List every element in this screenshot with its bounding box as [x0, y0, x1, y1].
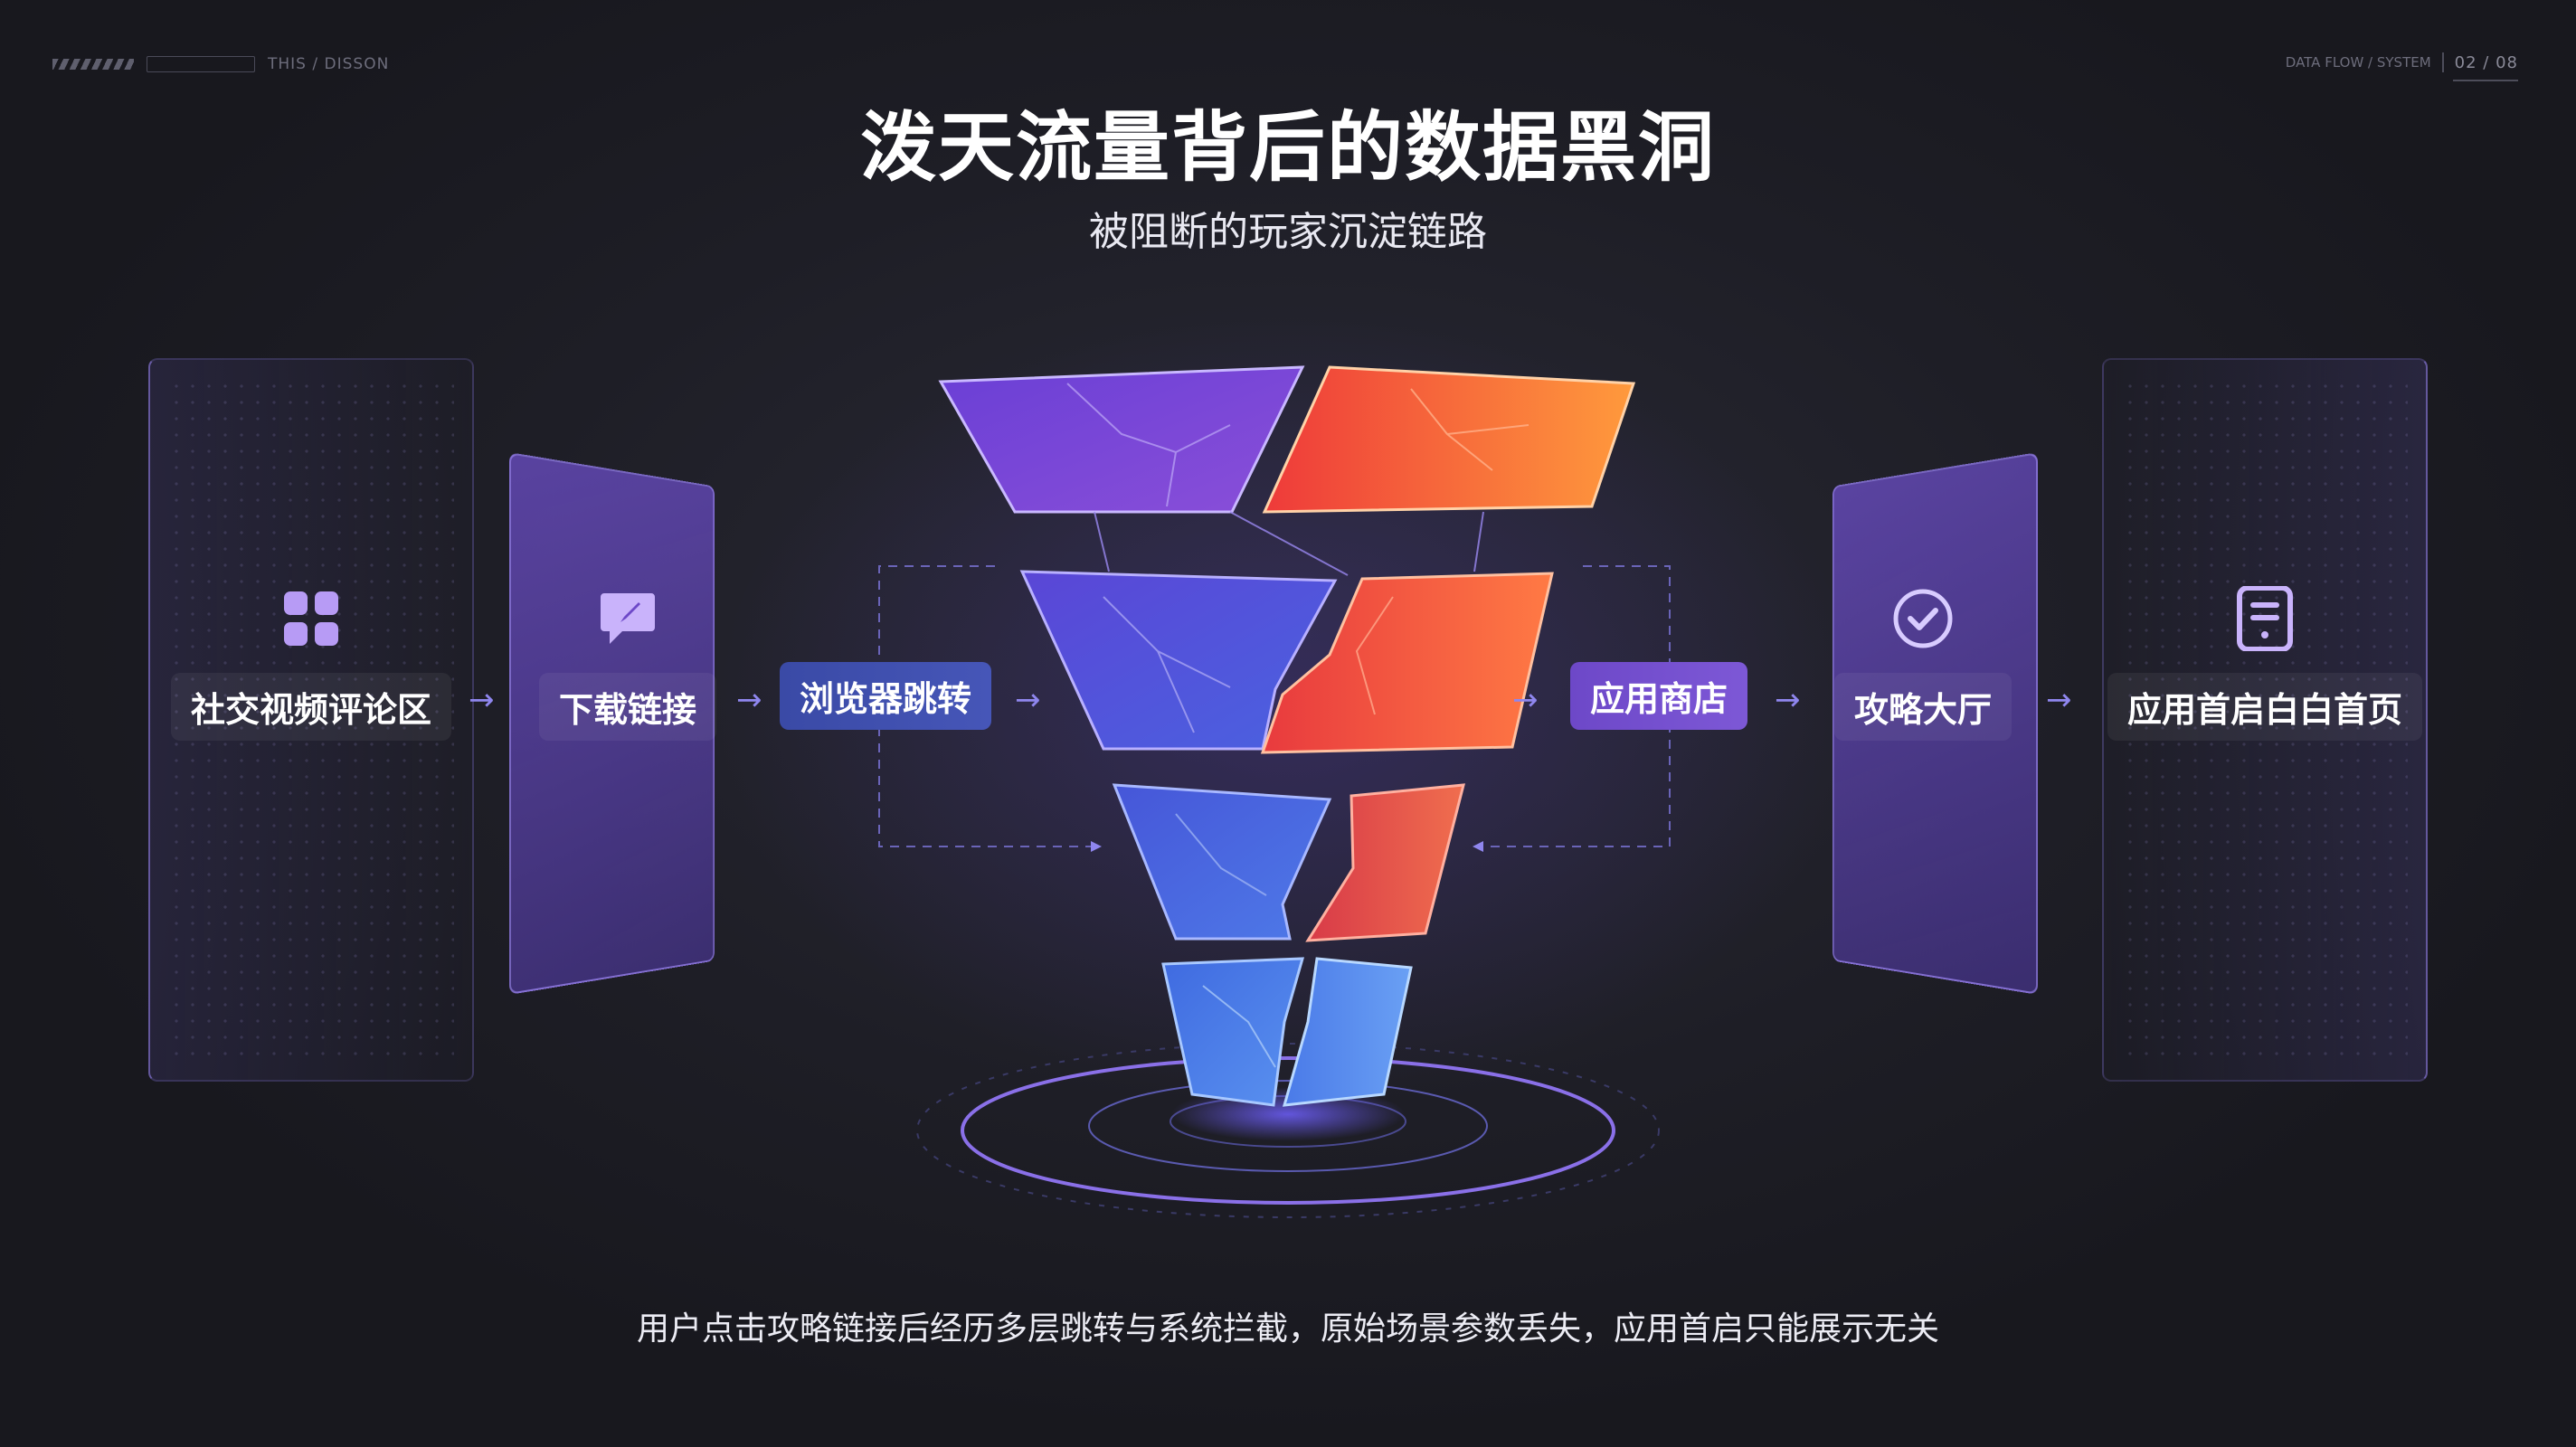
flow-arrow: →: [2046, 682, 2072, 718]
dashed-loop-right: [1480, 565, 1671, 847]
outer-panel-left: [148, 358, 474, 1082]
caption-text: 用户点击攻略链接后经历多层跳转与系统拦截，原始场景参数丢失，应用首启只能展示无关: [636, 1310, 1939, 1348]
document-icon: [2230, 584, 2299, 653]
line-box-decoration: [147, 56, 255, 72]
node-label: 应用首启白白首页: [2107, 673, 2423, 741]
funnel-layer-4: [1161, 957, 1413, 1107]
flow-arrow: →: [1512, 682, 1539, 718]
funnel-layer-1: [938, 365, 1636, 514]
node-social-comments[interactable]: 社交视频评论区: [171, 584, 452, 741]
hatch-decoration: [52, 59, 134, 70]
dot-grid: [2122, 378, 2408, 1062]
funnel-layer-2: [1019, 570, 1554, 754]
node-download-link[interactable]: 下载链接: [537, 584, 718, 741]
header-left-label: THIS / DISSON: [268, 55, 390, 73]
dashed-arrowhead-left: [1091, 841, 1102, 852]
node-label: 浏览器跳转: [780, 662, 992, 730]
header-underline: [2453, 80, 2518, 81]
node-label: 下载链接: [538, 673, 716, 741]
chat-icon: [593, 584, 662, 653]
node-label: 攻略大厅: [1833, 673, 2012, 741]
header-right: DATA FLOW / SYSTEM 02 / 08: [2285, 52, 2518, 81]
dashed-loop-left: [878, 565, 1094, 847]
node-app-first-launch[interactable]: 应用首启白白首页: [2107, 584, 2423, 741]
flow-arrow: →: [469, 682, 495, 718]
flow-arrow: →: [1015, 682, 1041, 718]
funnel-layer-3: [1112, 783, 1465, 942]
crack-connectors: [1094, 511, 1484, 576]
node-label: 社交视频评论区: [171, 673, 452, 741]
dot-grid: [168, 378, 454, 1062]
node-label: 应用商店: [1570, 662, 1748, 730]
grid-icon: [277, 584, 346, 653]
dashed-arrowhead-right: [1473, 841, 1483, 852]
header-right-small: DATA FLOW / SYSTEM: [2285, 54, 2431, 71]
header-separator: [2441, 52, 2444, 72]
flow-arrow: →: [1775, 682, 1801, 718]
outer-panel-right: [2102, 358, 2428, 1082]
node-browser-redirect[interactable]: 浏览器跳转: [780, 662, 992, 730]
check-circle-icon: [1889, 584, 1957, 653]
node-app-store[interactable]: 应用商店: [1570, 662, 1748, 730]
node-guide-hall[interactable]: 攻略大厅: [1833, 584, 2013, 741]
header-left: THIS / DISSON: [52, 54, 389, 74]
page-title: 泼天流量背后的数据黑洞: [859, 103, 1716, 192]
page-indicator: 02 / 08: [2454, 52, 2518, 72]
flow-arrow: →: [736, 682, 762, 718]
base-rings: [916, 1043, 1660, 1218]
page-subtitle: 被阻断的玩家沉淀链路: [1089, 209, 1487, 255]
